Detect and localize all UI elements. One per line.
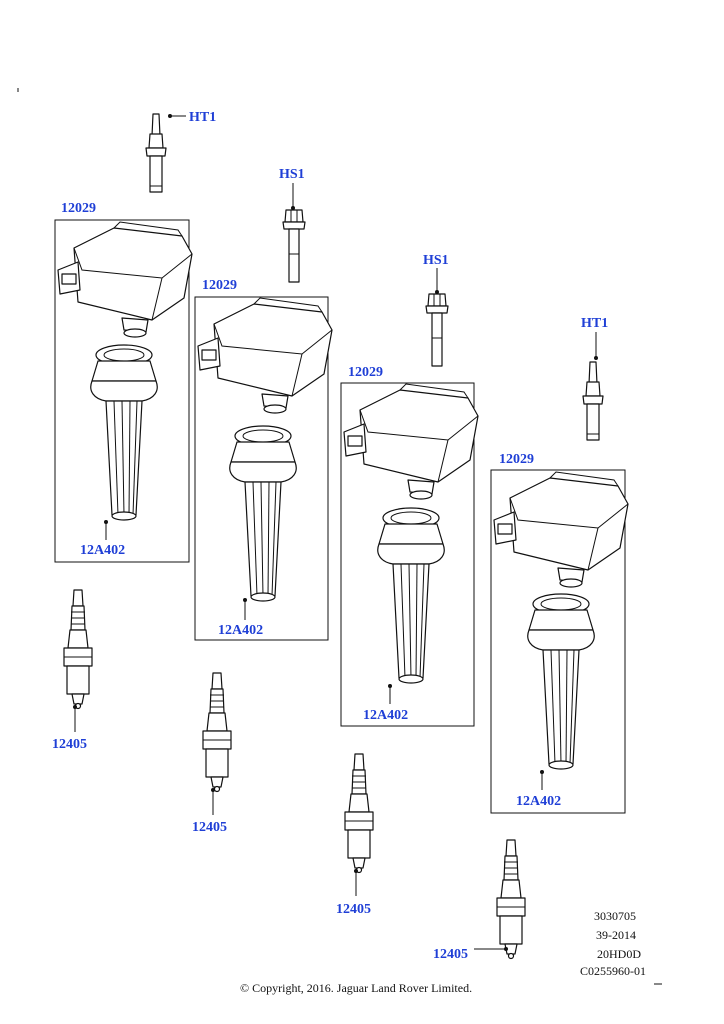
callout-coil-4[interactable]: 12029 [499, 452, 534, 467]
spark-plug-4 [496, 839, 526, 960]
stud-ht1-right [582, 361, 604, 441]
callout-boot-1[interactable]: 12A402 [80, 543, 125, 558]
callout-ht1-left[interactable]: HT1 [189, 110, 216, 125]
callout-plug-1[interactable]: 12405 [52, 737, 87, 752]
reference-line-2: 39-2014 [596, 928, 636, 942]
coil-boot-1 [90, 344, 158, 521]
callout-hs1-left[interactable]: HS1 [279, 167, 305, 182]
spark-plug-3 [344, 753, 374, 874]
bolt-hs1-right [425, 293, 449, 367]
reference-line-4: C0255960-01 [580, 964, 646, 978]
copyright-notice: © Copyright, 2016. Jaguar Land Rover Lim… [240, 981, 472, 995]
callout-coil-1[interactable]: 12029 [61, 201, 96, 216]
spark-plug-2 [202, 672, 232, 793]
assembly-frame-1 [54, 219, 190, 563]
coil-head-4 [493, 471, 629, 588]
callout-boot-2[interactable]: 12A402 [218, 623, 263, 638]
callout-ht1-right[interactable]: HT1 [581, 316, 608, 331]
callout-boot-3[interactable]: 12A402 [363, 708, 408, 723]
spark-plug-1 [63, 589, 93, 710]
coil-boot-2 [229, 425, 297, 602]
reference-line-3: 20HD0D [597, 947, 641, 961]
callout-coil-2[interactable]: 12029 [202, 278, 237, 293]
callout-plug-4[interactable]: 12405 [433, 947, 468, 962]
assembly-frame-2 [194, 296, 329, 641]
leader-lines [73, 114, 598, 951]
stud-ht1-left [145, 113, 167, 193]
assembly-frame-4 [490, 469, 626, 814]
callout-boot-4[interactable]: 12A402 [516, 794, 561, 809]
callout-coil-3[interactable]: 12029 [348, 365, 383, 380]
reference-line-1: 3030705 [594, 909, 636, 923]
coil-boot-4 [527, 593, 595, 770]
callout-plug-3[interactable]: 12405 [336, 902, 371, 917]
callout-hs1-right[interactable]: HS1 [423, 253, 449, 268]
assembly-frame-3 [340, 382, 475, 727]
coil-head-1 [57, 221, 193, 338]
callout-plug-2[interactable]: 12405 [192, 820, 227, 835]
coil-head-2 [197, 297, 333, 414]
bolt-hs1-left [282, 209, 306, 283]
coil-boot-3 [377, 507, 445, 684]
coil-head-3 [343, 383, 479, 500]
